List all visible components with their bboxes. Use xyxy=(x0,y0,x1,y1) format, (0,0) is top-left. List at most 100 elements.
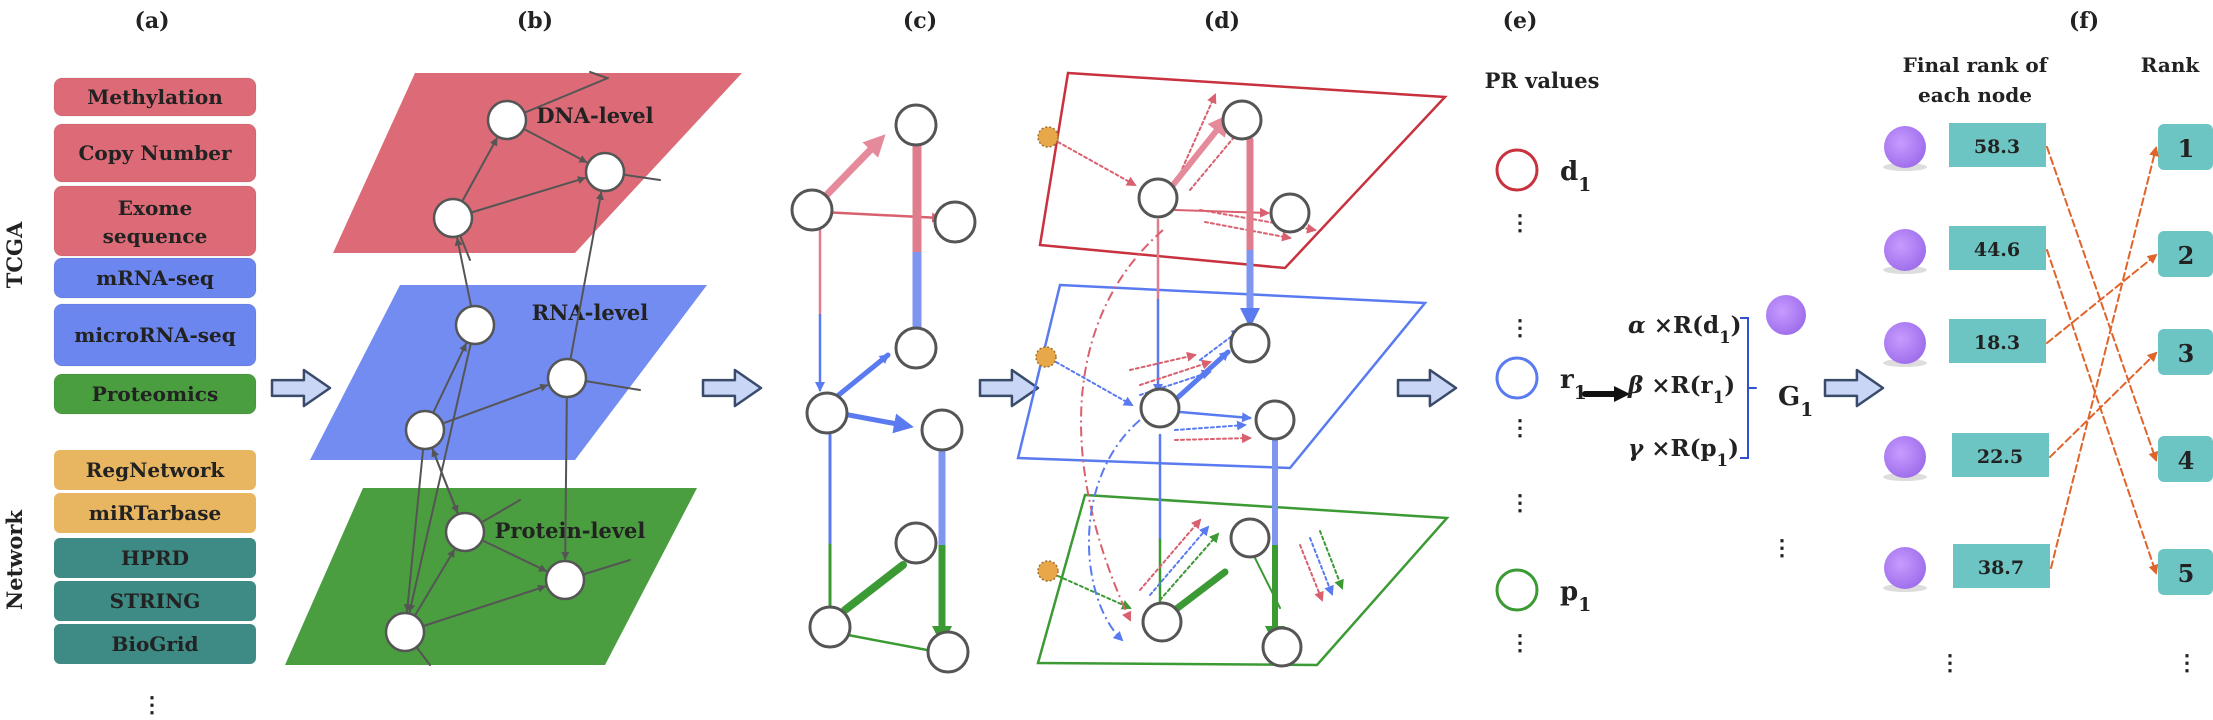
f-score-box-1 xyxy=(1949,226,2046,270)
c-edge-green-thick xyxy=(841,561,907,614)
b-node-b xyxy=(584,151,626,193)
rna-plane xyxy=(310,285,707,460)
f-rank-box-2 xyxy=(2158,329,2213,375)
arrow-b-to-c xyxy=(701,368,763,408)
e-pr-label-d: d1 xyxy=(1560,157,1591,196)
f-score-label-4: 38.7 xyxy=(1978,557,2024,579)
tcga-box-2 xyxy=(53,185,257,257)
panel-label-f: (f) xyxy=(2069,8,2099,34)
f-rank-title: Rank xyxy=(2141,53,2201,77)
e-pr-label-p: p1 xyxy=(1560,577,1591,616)
f-rank-link-2 xyxy=(2046,253,2158,344)
e-pr-label-r: r1 xyxy=(1560,365,1587,404)
d-dashed-protein-2 xyxy=(1159,532,1220,601)
d-seed-dot-dna xyxy=(1037,126,1059,148)
f-score-box-2 xyxy=(1949,319,2046,363)
tcga-box-3 xyxy=(53,257,257,299)
f-score-label-0: 58.3 xyxy=(1974,136,2020,158)
network-box-2 xyxy=(54,538,256,578)
network-box-0 xyxy=(54,450,256,490)
tcga-box-label2-2: sequence xyxy=(103,224,208,248)
e-ellipsis-3: ⋮ xyxy=(1509,490,1531,516)
b-node-a xyxy=(486,99,528,141)
d-edge-blue-right xyxy=(1178,410,1252,423)
e-pr-circle-p xyxy=(1495,568,1539,612)
c-node-2 xyxy=(933,200,977,244)
e-pr-values-title: PR values xyxy=(1485,68,1600,93)
b-edge-7 xyxy=(403,447,425,613)
panel-label-e: (e) xyxy=(1503,8,1538,34)
e-pr-circle-d xyxy=(1495,148,1539,192)
b-edge-1 xyxy=(470,176,586,214)
d-node-6 xyxy=(1229,517,1271,559)
d-node-2 xyxy=(1269,192,1311,234)
d-dashed-protein-3 xyxy=(1299,544,1324,602)
f-rank-box-3 xyxy=(2158,436,2213,482)
e-gene-node xyxy=(1766,295,1806,335)
tcga-box-1 xyxy=(53,123,257,183)
d-dashed-rna-2 xyxy=(1139,359,1212,386)
f-rank-ellipsis: ⋮ xyxy=(2176,650,2198,676)
c-node-4 xyxy=(894,326,938,370)
d-seed-dot-protein xyxy=(1037,560,1059,582)
network-box-label-4: BioGrid xyxy=(111,632,198,656)
network-box-label-3: STRING xyxy=(110,589,201,613)
c-edge-blue-up xyxy=(827,352,891,405)
d-dna-frame xyxy=(1038,71,1448,270)
dna-plane xyxy=(333,73,742,253)
f-score-box-0 xyxy=(1949,123,2046,167)
arrow-e-to-f xyxy=(1823,368,1885,408)
tcga-box-label-4: microRNA-seq xyxy=(74,323,236,347)
d-node-4 xyxy=(1229,322,1271,364)
tcga-box-label-0: Methylation xyxy=(87,85,223,109)
c-edge-red-thin xyxy=(820,210,942,223)
tcga-side-label: TCGA xyxy=(2,221,27,288)
f-node-0 xyxy=(1884,126,1926,168)
network-more-ellipsis: ⋮ xyxy=(141,692,163,718)
d-edge-blue-up xyxy=(1172,349,1231,403)
d-node-7 xyxy=(1141,601,1183,643)
f-rank-link-3 xyxy=(2049,351,2158,458)
f-score-box-3 xyxy=(1952,433,2049,477)
d-cross-layer-blue xyxy=(1087,419,1141,642)
b-node-h xyxy=(544,559,586,601)
f-rank-label-3: 4 xyxy=(2178,446,2195,475)
d-node-8 xyxy=(1261,626,1303,668)
tcga-box-label-3: mRNA-seq xyxy=(96,266,214,290)
tcga-box-5 xyxy=(53,373,257,415)
b-edge-3 xyxy=(454,237,473,308)
e-ellipsis-2: ⋮ xyxy=(1509,415,1531,441)
f-node-4 xyxy=(1884,547,1926,589)
f-final-rank-title-2: each node xyxy=(1918,83,2032,107)
d-dashed-protein-1 xyxy=(1149,525,1210,596)
c-node-5 xyxy=(920,408,964,452)
f-rank-label-0: 1 xyxy=(2178,134,2195,163)
f-rank-label-4: 5 xyxy=(2178,559,2195,588)
panel-label-d: (d) xyxy=(1204,8,1240,34)
b-edge-13 xyxy=(407,342,472,613)
tcga-box-label-5: Proteomics xyxy=(92,382,218,406)
arrow-c-to-d xyxy=(978,368,1040,408)
d-edge-green-thin xyxy=(1249,547,1281,609)
panel-label-c: (c) xyxy=(903,8,937,34)
b-edge-5 xyxy=(441,383,549,425)
b-node-g xyxy=(444,511,486,553)
d-cross-layer-red xyxy=(1080,229,1164,622)
b-edge-0 xyxy=(461,137,498,203)
c-edge-green-thin xyxy=(846,633,929,652)
network-box-label-2: HPRD xyxy=(121,546,189,570)
network-box-label-0: RegNetwork xyxy=(86,458,226,482)
c-edge-blue-right xyxy=(835,410,914,434)
c-node-3 xyxy=(805,391,849,435)
protein-plane xyxy=(285,488,697,665)
d-seed-edge-protein xyxy=(1057,575,1132,610)
f-score-label-1: 44.6 xyxy=(1974,239,2020,261)
panel-label-b: (b) xyxy=(517,8,553,34)
b-node-c xyxy=(432,197,474,239)
d-seed-edge-rna xyxy=(1055,361,1134,406)
protein-plane-label: Protein-level xyxy=(495,518,646,543)
f-score-box-4 xyxy=(1953,544,2050,588)
arrow-a-to-b xyxy=(270,368,332,408)
e-weight-term-2: γ ×R(p1) xyxy=(1628,435,1739,470)
d-node-5 xyxy=(1254,399,1296,441)
